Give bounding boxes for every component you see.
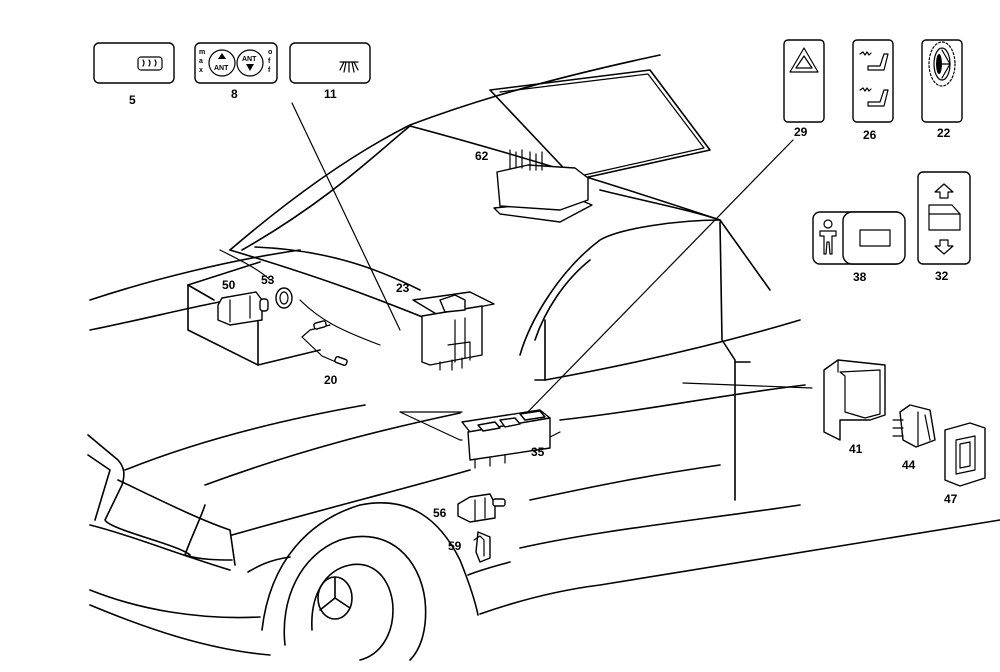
antenna-down-button[interactable]	[236, 49, 264, 77]
mercedes-star-icon	[317, 576, 353, 620]
interior-light-icon	[339, 61, 359, 73]
part-label-56: 56	[433, 506, 447, 520]
part-label-26: 26	[863, 128, 877, 142]
svg-text:ANT: ANT	[214, 65, 229, 72]
antenna-off-text: o	[268, 49, 272, 56]
part-label-59: 59	[448, 539, 462, 553]
leader-lines	[219, 102, 813, 441]
seat-heater-icon	[859, 51, 889, 107]
part-5-rear-defroster-switch[interactable]	[93, 42, 175, 84]
antenna-max-text: m	[199, 49, 205, 56]
window-icon	[928, 204, 961, 231]
car-body-outline	[87, 54, 1000, 661]
part-47-cover-frame[interactable]	[944, 422, 986, 487]
part-label-38: 38	[853, 270, 867, 284]
arrow-down-icon	[934, 239, 954, 255]
part-20-lead[interactable]	[301, 320, 348, 367]
part-62-sunroof-switch[interactable]	[493, 149, 593, 223]
part-50-ignition-switch[interactable]	[217, 291, 269, 326]
part-label-53: 53	[261, 273, 275, 287]
arrow-up-icon	[218, 53, 226, 59]
svg-text:x: x	[199, 67, 203, 74]
part-23-switch-module[interactable]	[412, 291, 495, 371]
part-32-window-lifter-switch[interactable]	[917, 171, 971, 265]
part-59-clip[interactable]	[473, 531, 491, 563]
antenna-up-button[interactable]	[208, 49, 236, 77]
part-label-50: 50	[222, 278, 236, 292]
svg-text:f: f	[268, 58, 271, 65]
part-53-ring[interactable]	[275, 287, 293, 309]
part-label-62: 62	[475, 149, 489, 163]
part-label-47: 47	[944, 492, 958, 506]
part-label-5: 5	[129, 93, 136, 107]
part-label-20: 20	[324, 373, 338, 387]
svg-text:f: f	[268, 67, 271, 74]
arrow-up-icon	[934, 183, 954, 199]
part-label-35: 35	[531, 445, 545, 459]
part-41-switch-housing[interactable]	[823, 359, 886, 441]
part-label-32: 32	[935, 269, 949, 283]
part-26-seat-heater-switch[interactable]	[852, 39, 894, 123]
child-icon	[819, 219, 837, 255]
arrow-down-icon	[246, 64, 254, 71]
part-label-8: 8	[231, 87, 238, 101]
part-label-11: 11	[324, 87, 337, 101]
part-label-23: 23	[396, 281, 410, 295]
wheel-icon	[928, 41, 956, 87]
part-label-44: 44	[902, 458, 916, 472]
part-label-22: 22	[937, 126, 951, 140]
hazard-triangle-icon	[789, 47, 819, 73]
part-44-switch[interactable]	[892, 404, 936, 448]
part-56-door-contact-switch[interactable]	[457, 493, 506, 523]
svg-text:a: a	[199, 58, 203, 65]
part-38-child-lock-switch[interactable]	[812, 211, 906, 265]
part-label-41: 41	[849, 442, 863, 456]
svg-text:ANT: ANT	[242, 56, 257, 63]
part-29-hazard-switch[interactable]	[783, 39, 825, 123]
part-35-window-switch-block[interactable]	[461, 409, 551, 469]
part-11-interior-light-switch[interactable]	[289, 42, 371, 84]
part-8-antenna-switch[interactable]: m a x ANT ANT o f f	[194, 42, 278, 84]
part-22-switch[interactable]	[921, 39, 963, 123]
part-label-29: 29	[794, 125, 808, 139]
rear-defroster-icon	[137, 56, 163, 71]
